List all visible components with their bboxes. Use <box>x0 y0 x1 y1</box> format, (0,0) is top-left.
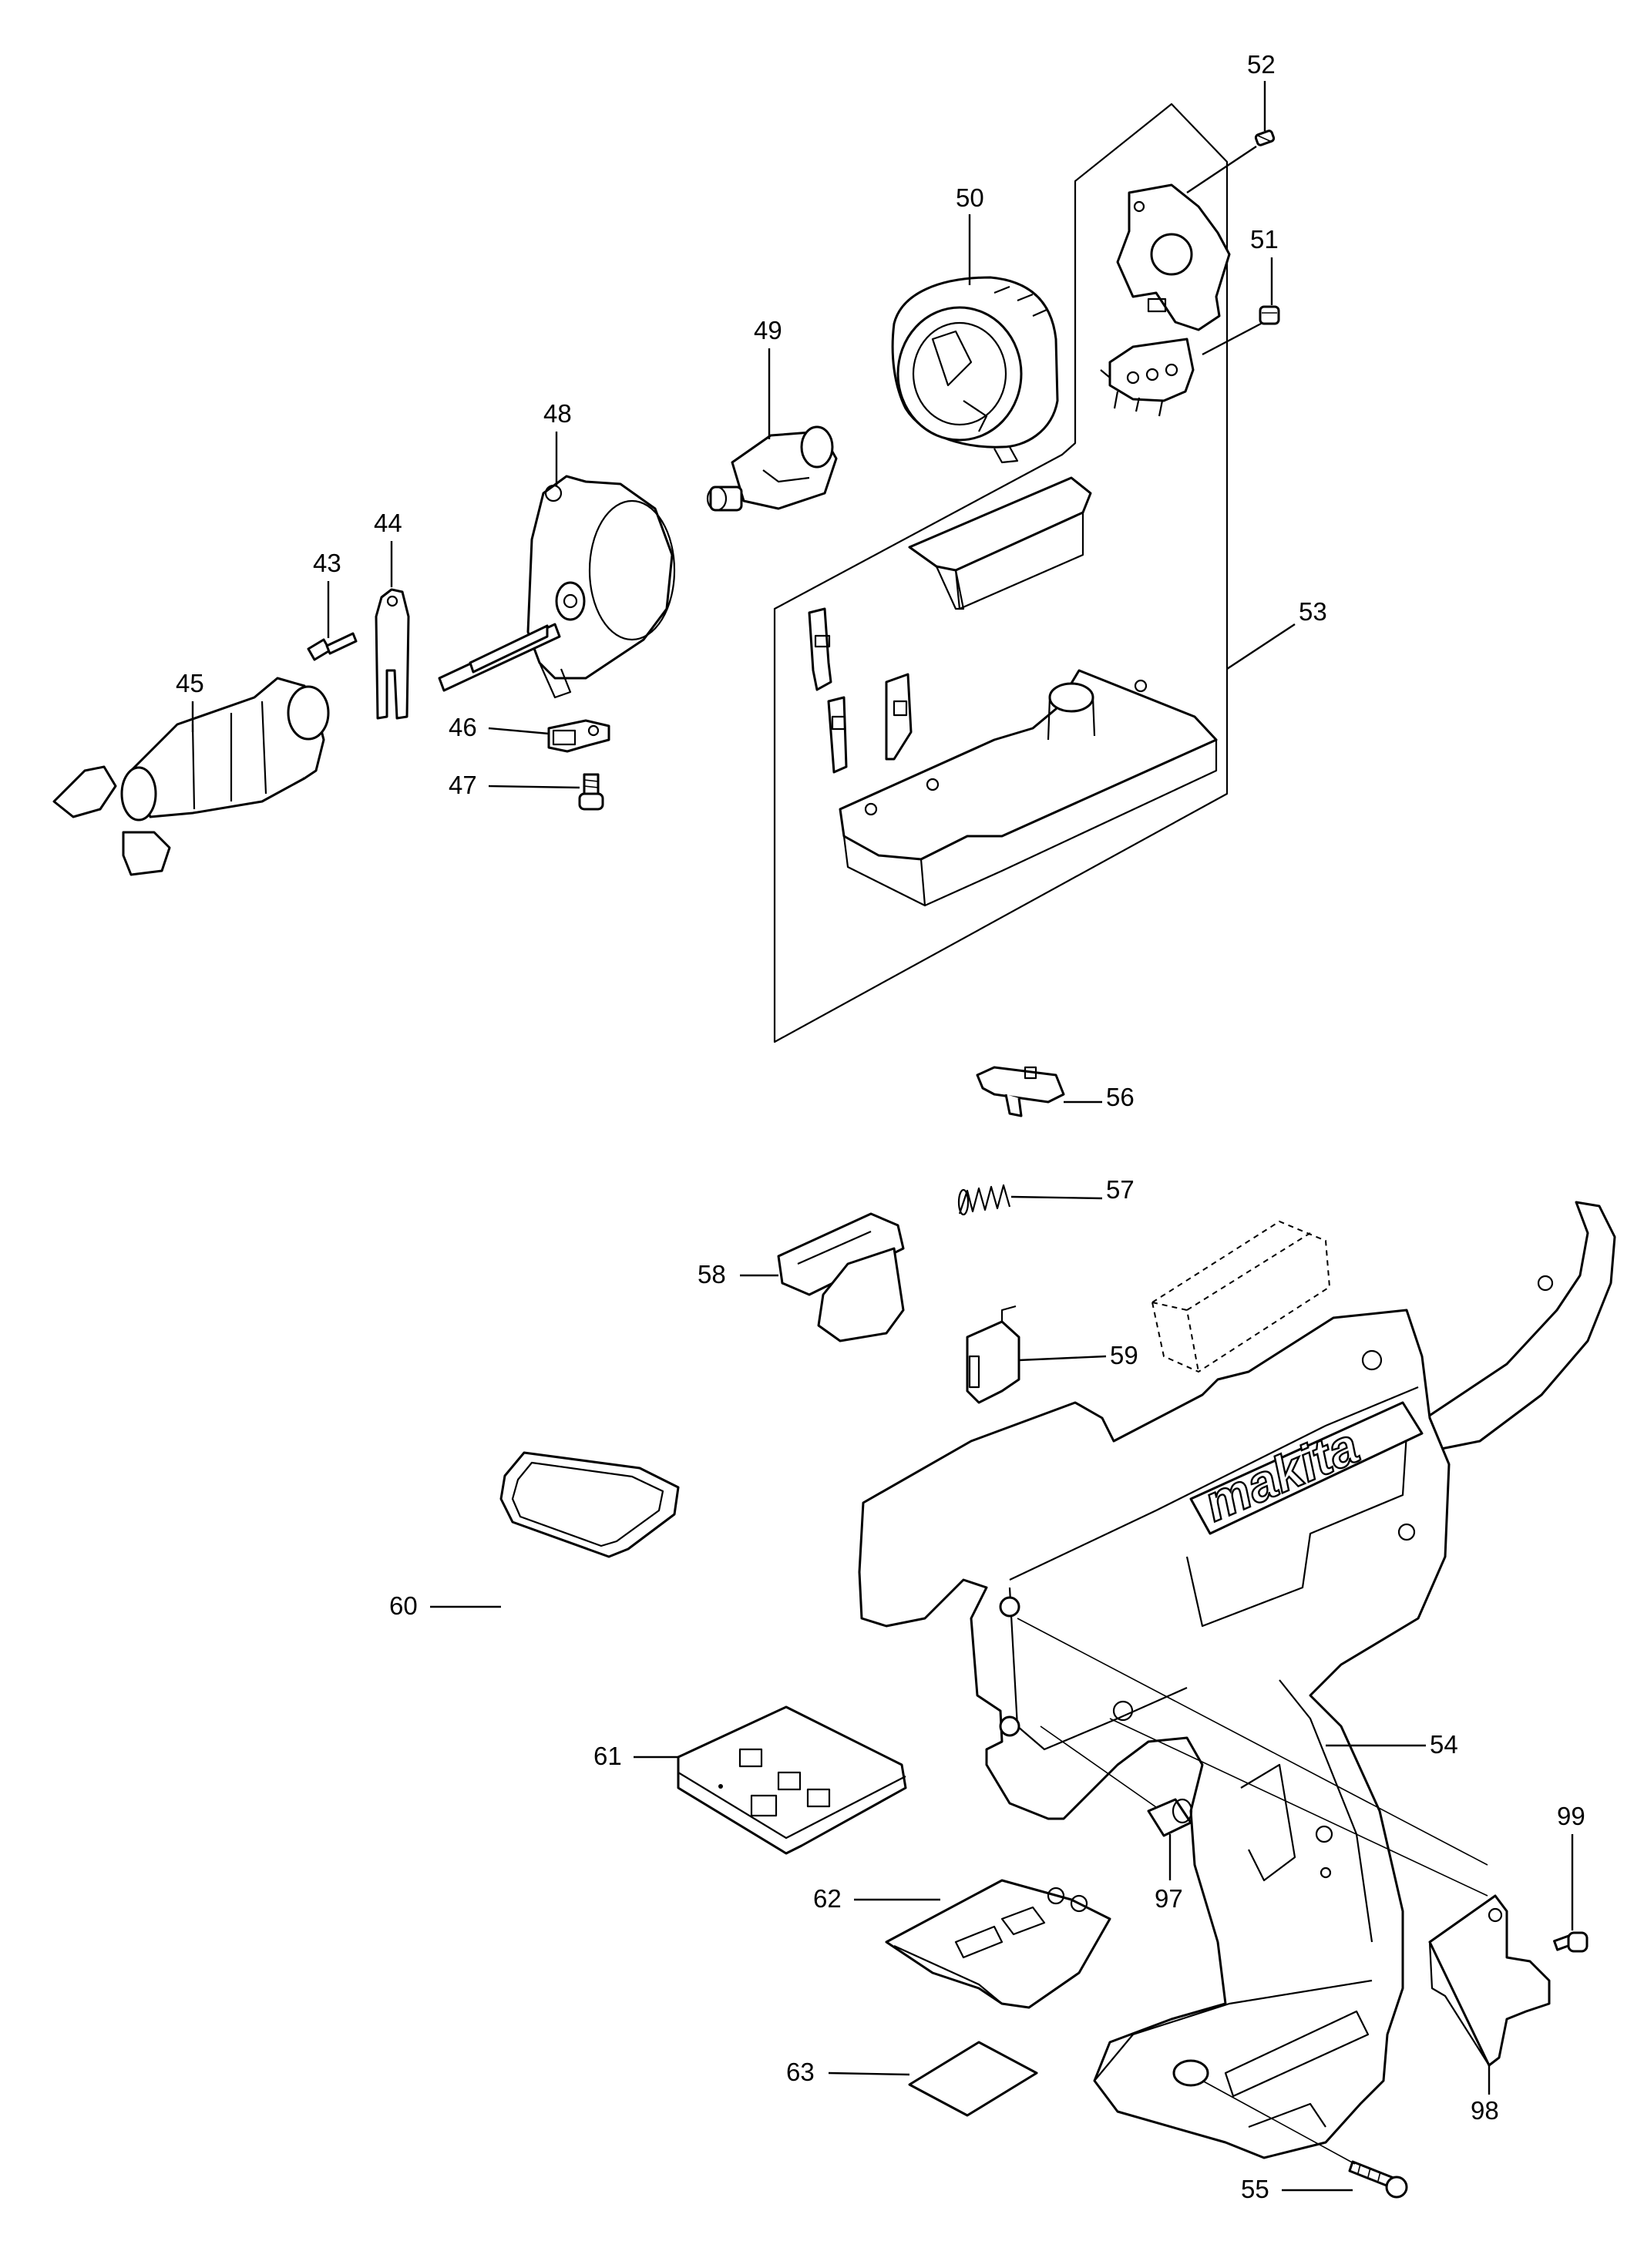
label-49: 49 <box>754 316 782 344</box>
part-47-screw <box>578 773 604 811</box>
label-58: 58 <box>698 1260 726 1289</box>
label-59: 59 <box>1110 1341 1138 1369</box>
alignment-line-a <box>1017 1618 1488 1866</box>
label-48: 48 <box>543 399 572 428</box>
leader-63 <box>828 2071 910 2076</box>
part-58-trigger <box>777 1212 905 1342</box>
label-43: 43 <box>313 549 341 577</box>
part-98-bracket <box>1428 1894 1551 2067</box>
part-46-plate <box>547 719 610 753</box>
label-55: 55 <box>1241 2175 1269 2203</box>
part-62-terminal <box>885 1879 1111 2009</box>
label-44: 44 <box>374 509 402 537</box>
part-44-fork <box>375 588 410 720</box>
part-56-lever <box>976 1066 1065 1117</box>
part-49-rotor <box>706 425 838 512</box>
part-terminal-block <box>1100 338 1195 417</box>
leader-53 <box>1226 623 1296 670</box>
label-63: 63 <box>786 2058 815 2086</box>
part-59-switch <box>966 1305 1020 1404</box>
leader-52-plate <box>1186 146 1257 193</box>
label-53: 53 <box>1299 597 1327 626</box>
label-57: 57 <box>1106 1175 1135 1204</box>
label-52: 52 <box>1247 50 1276 79</box>
alignment-line-c <box>1109 1718 1488 1897</box>
label-97: 97 <box>1155 1884 1183 1913</box>
label-54: 54 <box>1430 1730 1458 1759</box>
label-46: 46 <box>449 713 477 741</box>
part-52-screw <box>1254 129 1276 146</box>
part-53-controller <box>808 476 1218 907</box>
label-98: 98 <box>1471 2096 1499 2125</box>
alignment-line-55 <box>1202 2080 1356 2165</box>
part-45-motor-assembly <box>52 677 330 876</box>
assembly-group-outline <box>773 102 1229 1043</box>
part-57-spring <box>957 1184 1011 1216</box>
label-62: 62 <box>813 1884 842 1913</box>
part-97-pin <box>1147 1798 1193 1837</box>
part-61-panel <box>677 1705 907 1855</box>
label-56: 56 <box>1106 1083 1135 1111</box>
label-45: 45 <box>176 669 204 697</box>
leader-57 <box>1010 1195 1103 1200</box>
part-48-gearbox <box>438 475 676 699</box>
leader-59 <box>1018 1355 1107 1362</box>
part-bracket-plate <box>1116 183 1231 331</box>
label-60: 60 <box>389 1591 418 1620</box>
part-99-screw <box>1553 1931 1589 1953</box>
part-63-label-sheet <box>908 2041 1038 2117</box>
label-61: 61 <box>593 1742 622 1770</box>
label-99: 99 <box>1557 1802 1585 1830</box>
part-60-gasket <box>499 1451 680 1558</box>
part-51-screw <box>1259 305 1280 325</box>
leader-46 <box>488 727 550 735</box>
part-55-screw <box>1348 2160 1408 2199</box>
part-54-housing: makita <box>858 1201 1616 2159</box>
label-50: 50 <box>956 183 984 212</box>
alignment-line-b <box>1040 1725 1157 1808</box>
leader-47 <box>488 785 580 789</box>
part-50-stator <box>891 276 1059 464</box>
label-47: 47 <box>449 771 477 799</box>
part-43-screw <box>307 632 358 661</box>
leader-51-terminal <box>1202 322 1262 356</box>
phantom-board <box>1151 1220 1331 1373</box>
label-51: 51 <box>1250 225 1279 254</box>
